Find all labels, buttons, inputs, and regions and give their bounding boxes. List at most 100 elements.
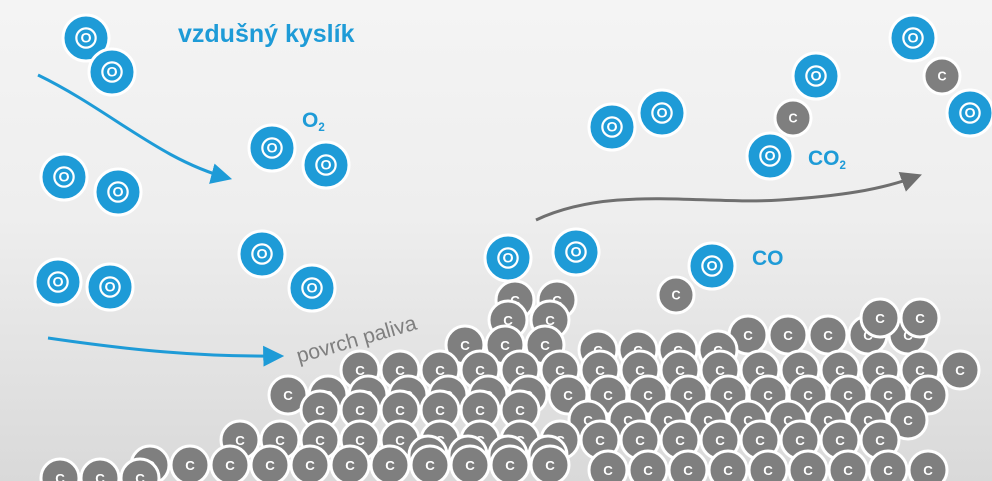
carbon-atom: C <box>656 275 696 315</box>
carbon-atom: C <box>739 419 781 461</box>
oxygen-atom: O <box>551 227 601 277</box>
carbon-symbol: C <box>315 433 325 448</box>
carbon-symbol: C <box>863 413 873 428</box>
oxygen-symbol: O <box>706 259 717 275</box>
carbon-symbol: C <box>915 311 925 326</box>
carbon-symbol: C <box>555 363 565 378</box>
oxygen-symbol: O <box>104 280 115 296</box>
carbon-symbol: C <box>510 293 520 308</box>
co2-subscript: 2 <box>839 160 846 173</box>
carbon-symbol: C <box>515 363 525 378</box>
carbon-symbol: C <box>723 388 733 403</box>
carbon-symbol: C <box>623 413 633 428</box>
co2-formula: CO <box>808 147 840 170</box>
carbon-symbol: C <box>435 363 445 378</box>
carbon-atom: C <box>907 449 949 481</box>
carbon-symbol: C <box>783 328 793 343</box>
carbon-symbol: C <box>743 413 753 428</box>
carbon-atom: C <box>627 449 669 481</box>
carbon-symbol: C <box>505 458 515 473</box>
carbon-symbol: C <box>675 433 685 448</box>
carbon-symbol: C <box>603 388 613 403</box>
carbon-symbol: C <box>315 403 325 418</box>
oxygen-atom: O <box>237 229 287 279</box>
co2-label: CO2 <box>808 148 846 173</box>
carbon-symbol: C <box>803 463 813 478</box>
oxygen-atom: O <box>287 263 337 313</box>
carbon-symbol: C <box>755 363 765 378</box>
carbon-atom: C <box>747 449 789 481</box>
carbon-symbol: C <box>275 433 285 448</box>
carbon-atom: C <box>489 444 531 481</box>
o2-label: O2 <box>302 110 325 135</box>
carbon-symbol: C <box>823 413 833 428</box>
carbon-symbol: C <box>545 458 555 473</box>
carbon-symbol: C <box>385 458 395 473</box>
carbon-atom: C <box>887 399 929 441</box>
carbon-symbol: C <box>671 289 680 303</box>
oxygen-symbol: O <box>52 275 63 291</box>
oxygen-symbol: O <box>320 158 331 174</box>
carbon-symbol: C <box>955 363 965 378</box>
oxygen-symbol: O <box>656 106 667 122</box>
carbon-symbol: C <box>540 338 550 353</box>
carbon-symbol: C <box>395 403 405 418</box>
carbon-symbol: C <box>663 413 673 428</box>
carbon-symbol: C <box>863 328 873 343</box>
oxygen-atom: O <box>687 241 737 291</box>
carbon-symbol: C <box>835 433 845 448</box>
carbon-atom: C <box>79 457 121 481</box>
oxygen-atom: O <box>483 233 533 283</box>
carbon-atom: C <box>807 314 849 356</box>
carbon-symbol: C <box>675 363 685 378</box>
carbon-atom: C <box>779 419 821 461</box>
carbon-symbol: C <box>465 458 475 473</box>
oxygen-symbol: O <box>570 245 581 261</box>
carbon-atom: C <box>667 449 709 481</box>
carbon-symbol: C <box>95 471 105 481</box>
oxygen-symbol: O <box>266 141 277 157</box>
oxygen-symbol: O <box>502 251 513 267</box>
carbon-atom: C <box>249 444 291 481</box>
carbon-symbol: C <box>903 413 913 428</box>
oxygen-flow-arrow-bottom <box>47 336 285 367</box>
carbon-symbol: C <box>795 363 805 378</box>
carbon-symbol: C <box>903 328 913 343</box>
air-oxygen-label: vzdušný kyslík <box>178 22 354 47</box>
carbon-atom: C <box>369 444 411 481</box>
carbon-symbol: C <box>823 328 833 343</box>
carbon-atom: C <box>209 444 251 481</box>
carbon-symbol: C <box>583 413 593 428</box>
carbon-symbol: C <box>783 413 793 428</box>
carbon-symbol: C <box>883 388 893 403</box>
oxygen-symbol: O <box>306 281 317 297</box>
carbon-symbol: C <box>715 363 725 378</box>
oxygen-symbol: O <box>256 247 267 263</box>
carbon-atom: C <box>329 444 371 481</box>
carbon-symbol: C <box>595 433 605 448</box>
co-label: CO <box>752 248 784 269</box>
oxygen-symbol: O <box>764 149 775 165</box>
carbon-symbol: C <box>503 313 513 328</box>
carbon-symbol: C <box>763 463 773 478</box>
oxygen-symbol: O <box>112 185 123 201</box>
carbon-symbol: C <box>345 458 355 473</box>
carbon-symbol: C <box>683 388 693 403</box>
carbon-symbol: C <box>563 388 573 403</box>
carbon-symbol: C <box>283 388 293 403</box>
carbon-symbol: C <box>763 388 773 403</box>
oxygen-atom: O <box>61 13 111 63</box>
carbon-atom: C <box>899 297 941 339</box>
carbon-symbol: C <box>923 463 933 478</box>
o2-subscript: 2 <box>318 122 325 135</box>
carbon-atom: C <box>939 349 981 391</box>
oxygen-atom: O <box>745 131 795 181</box>
carbon-atom: C <box>169 444 211 481</box>
carbon-symbol: C <box>875 433 885 448</box>
carbon-symbol: C <box>265 458 275 473</box>
carbon-symbol: C <box>425 458 435 473</box>
carbon-symbol: C <box>603 463 613 478</box>
carbon-symbol: C <box>915 363 925 378</box>
carbon-symbol: C <box>595 363 605 378</box>
